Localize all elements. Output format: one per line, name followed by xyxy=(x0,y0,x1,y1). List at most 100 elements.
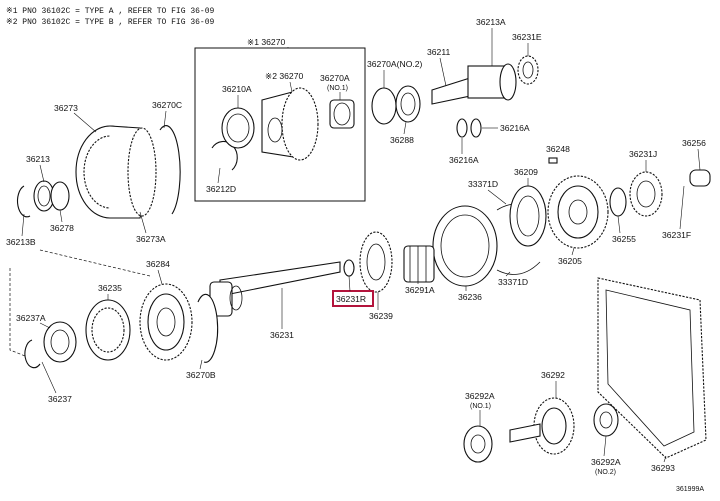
gear-36239-inner xyxy=(366,243,386,281)
collar-36256 xyxy=(689,169,711,187)
leader xyxy=(217,167,221,184)
label-36292A-no1-sub: (NO.1) xyxy=(470,403,491,410)
chain-36293-inner xyxy=(605,289,695,447)
leader xyxy=(663,455,667,463)
washer-inner xyxy=(37,185,51,207)
leader xyxy=(41,361,57,394)
label-36209: 36209 xyxy=(514,167,538,177)
snap-ring-36270B xyxy=(197,293,219,363)
ring-36278 xyxy=(50,181,70,211)
gear-36239 xyxy=(359,231,393,293)
leader xyxy=(679,185,685,230)
label-36231R[interactable]: 36231R xyxy=(336,294,366,304)
key-36248 xyxy=(548,157,558,164)
note-type-a: ※1 PNO 36102C = TYPE A , REFER TO FIG 36… xyxy=(6,7,215,16)
highlight-box-36231R[interactable] xyxy=(332,290,374,307)
sleeve-36235-teeth xyxy=(91,307,125,353)
label-36293: 36293 xyxy=(651,463,675,473)
snap-ring-36237 xyxy=(24,339,41,369)
guide-left xyxy=(9,268,31,359)
label-36292A-no1: 36292A xyxy=(465,391,495,401)
hub-36209-inner xyxy=(516,195,540,237)
figure-id: 361999A xyxy=(676,486,704,493)
label-36231E: 36231E xyxy=(512,32,542,42)
gear-36205-body xyxy=(557,185,599,239)
label-36211: 36211 xyxy=(427,47,450,57)
label-36256: 36256 xyxy=(682,138,706,148)
label-33371D-top: 33371D xyxy=(468,179,498,189)
bearing-36292A-no1-inner xyxy=(470,434,486,454)
label-36292: 36292 xyxy=(541,370,565,380)
gear-36284-hub xyxy=(156,307,176,337)
sprocket-36292-hub xyxy=(541,407,567,445)
shaft-36211 xyxy=(431,77,471,105)
label-assembly-36270: ※1 36270 xyxy=(247,37,285,47)
label-36270B: 36270B xyxy=(186,370,216,380)
label-36270-type-b: ※2 36270 xyxy=(265,71,303,81)
leader xyxy=(39,164,45,183)
label-36291A: 36291A xyxy=(405,285,435,295)
leader xyxy=(199,359,203,370)
bearing-36291A xyxy=(403,245,435,283)
label-36216A-right: 36216A xyxy=(500,123,530,133)
leader xyxy=(21,213,25,237)
label-36216A-left: 36216A xyxy=(449,155,479,165)
assembly-box-36270 xyxy=(194,47,366,202)
leader xyxy=(571,247,575,256)
bearing-36237A-inner xyxy=(50,329,70,355)
shaft-36211-end xyxy=(499,63,517,101)
label-36236: 36236 xyxy=(458,292,482,302)
chain-36293 xyxy=(597,277,707,459)
clip-36216A-left xyxy=(456,118,468,138)
leader xyxy=(39,322,51,329)
snap-ring-36213B xyxy=(16,185,31,218)
leader xyxy=(617,215,621,234)
bearing-inner xyxy=(333,102,351,126)
label-36270A-no2: 36270A(NO.2) xyxy=(367,59,423,69)
leader xyxy=(348,275,351,292)
label-33371D-bottom: 33371D xyxy=(498,277,528,287)
leader xyxy=(289,81,293,93)
leader xyxy=(697,148,701,171)
label-36255: 36255 xyxy=(612,234,636,244)
bearing-36231E xyxy=(517,55,539,85)
ring-36270A-no2 xyxy=(371,87,397,125)
label-36273: 36273 xyxy=(54,103,78,113)
carrier-gear xyxy=(281,87,319,161)
label-36231F: 36231F xyxy=(662,230,691,240)
bearing-36292A-no2 xyxy=(593,403,619,437)
label-36235: 36235 xyxy=(98,283,122,293)
leader xyxy=(603,435,607,457)
label-36210A: 36210A xyxy=(222,84,252,94)
label-36237A: 36237A xyxy=(16,313,46,323)
shaft-36231 xyxy=(219,261,341,297)
label-36270C: 36270C xyxy=(152,100,182,110)
label-36231J: 36231J xyxy=(629,149,657,159)
snap-ring-36270C xyxy=(159,125,181,215)
label-36278: 36278 xyxy=(50,223,74,233)
bearing-36292A-no1 xyxy=(463,425,493,463)
label-36292A-no2-sub: (NO.2) xyxy=(595,469,616,476)
leader xyxy=(157,269,163,285)
label-36284: 36284 xyxy=(146,259,170,269)
leader xyxy=(59,209,63,223)
label-36213A: 36213A xyxy=(476,17,506,27)
label-36270A-no1-sub: (NO.1) xyxy=(327,85,348,92)
leader xyxy=(139,211,147,234)
drum-36236 xyxy=(432,205,498,287)
label-36292A-no2: 36292A xyxy=(591,457,621,467)
label-36239: 36239 xyxy=(369,311,393,321)
bearing-36231J xyxy=(629,171,663,217)
ring-36231R xyxy=(343,259,355,277)
leader xyxy=(73,112,97,133)
leader xyxy=(505,271,511,277)
label-36231: 36231 xyxy=(270,330,294,340)
spring-33371D-bottom xyxy=(496,261,541,275)
label-36237: 36237 xyxy=(48,394,72,404)
note-type-b: ※2 PNO 36102C = TYPE B , REFER TO FIG 36… xyxy=(6,18,215,27)
ring-gear-outer-teeth xyxy=(127,127,157,217)
washer-36255 xyxy=(609,187,627,217)
guide-upper xyxy=(39,249,151,277)
label-36205: 36205 xyxy=(558,256,582,266)
